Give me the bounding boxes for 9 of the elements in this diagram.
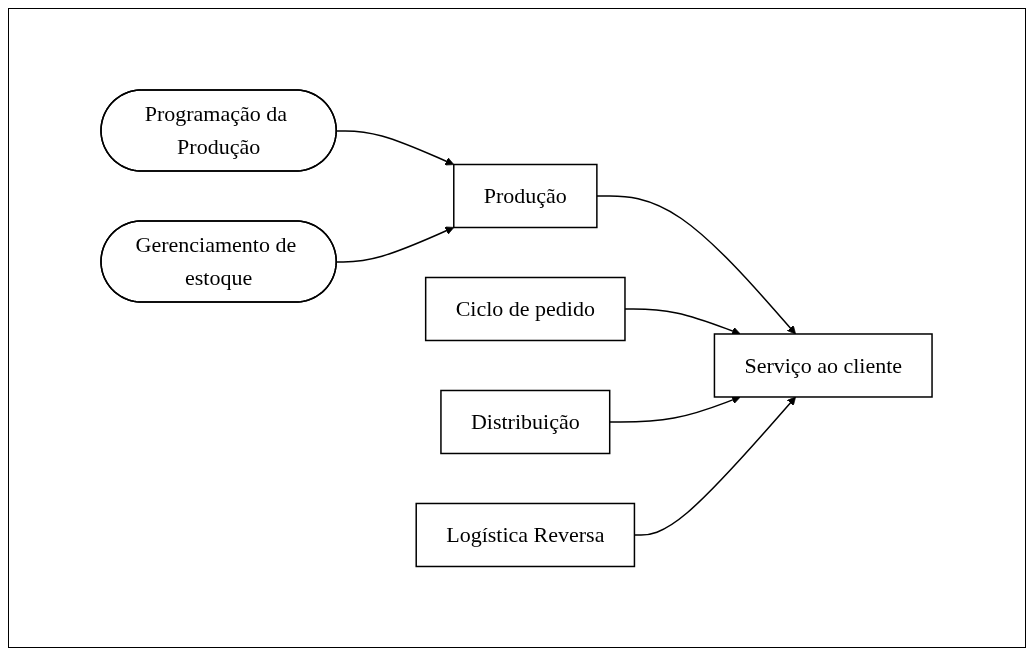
arrow <box>336 129 455 166</box>
arrow <box>634 396 797 536</box>
diagram-frame: Ciclo de pedido Programação da Produção Produção Serviço ao cliente Distribuição Gerenciamento de estoque Logística Reversa <box>8 8 1026 648</box>
node-box <box>714 333 934 398</box>
node-box <box>453 163 599 228</box>
arrow <box>336 226 455 263</box>
node-box <box>440 389 611 454</box>
node-box <box>415 502 636 567</box>
node-box <box>425 276 627 341</box>
